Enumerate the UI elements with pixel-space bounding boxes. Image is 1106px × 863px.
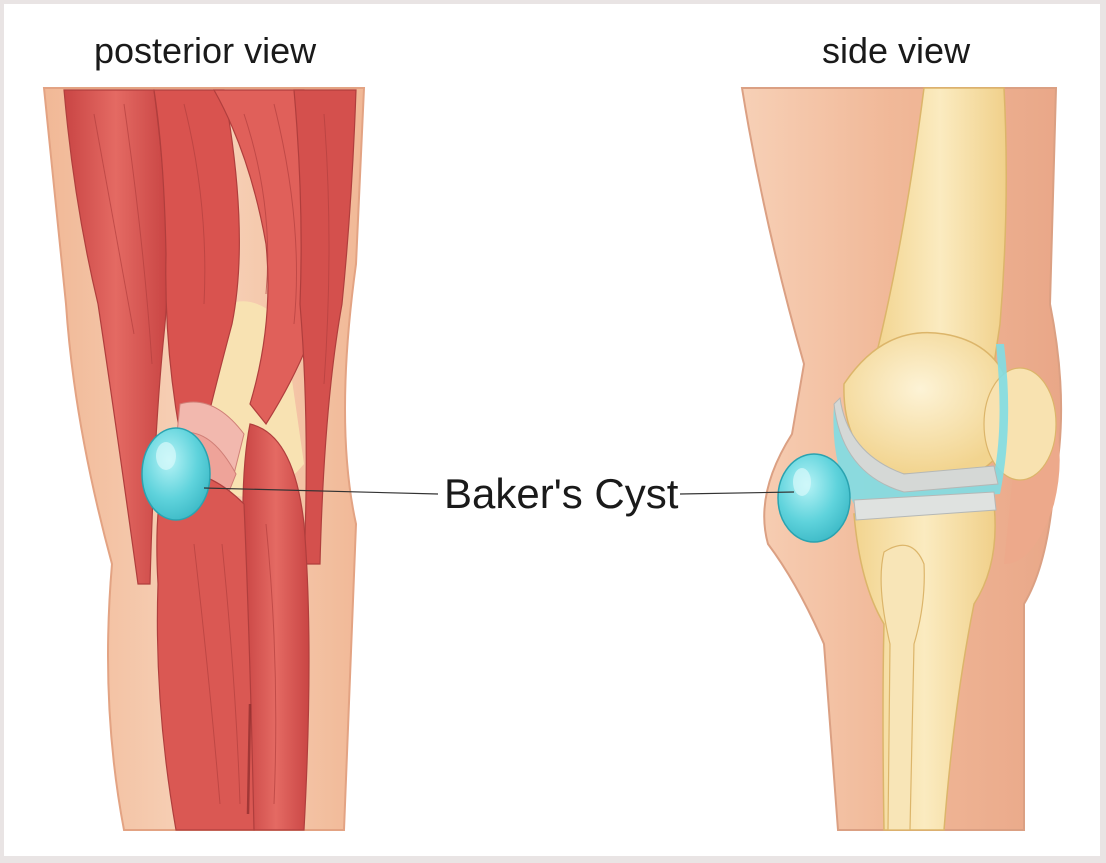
knee-illustration	[4, 4, 1100, 856]
diagram-canvas: posterior view side view Baker's Cyst	[4, 4, 1100, 856]
bakers-cyst-posterior	[142, 428, 210, 520]
cyst-highlight	[793, 468, 811, 496]
posterior-view-title: posterior view	[94, 30, 316, 72]
cyst-highlight	[156, 442, 176, 470]
side-view-title: side view	[822, 30, 970, 72]
bakers-cyst-label: Baker's Cyst	[444, 470, 678, 518]
posterior-condyle	[984, 368, 1056, 480]
posterior-knee	[44, 88, 364, 830]
bakers-cyst-side	[778, 454, 850, 542]
side-knee	[742, 88, 1061, 830]
